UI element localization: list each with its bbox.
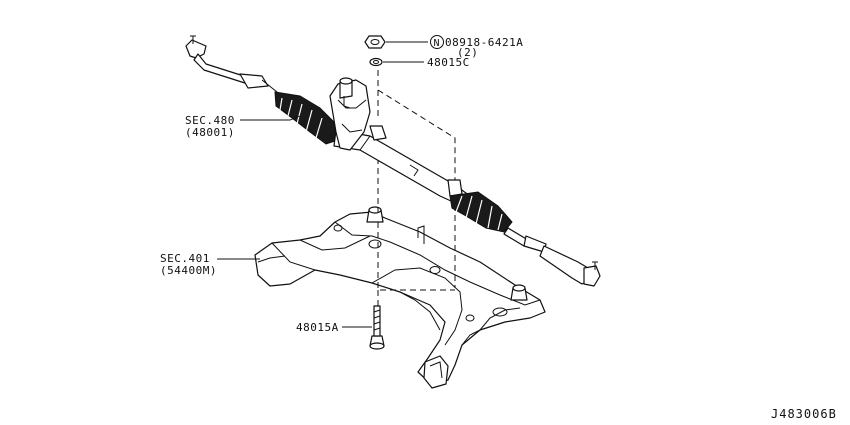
- front-crossmember: [254, 206, 546, 389]
- nut-part: [364, 35, 386, 49]
- nut-part-code: 08918-6421A: [445, 36, 523, 49]
- crossmember-part-number: (54400M): [160, 264, 217, 277]
- steering-gear-assembly: [185, 35, 601, 287]
- steering-gear-part-number: (48001): [185, 126, 235, 139]
- drawing-id: J483006B: [771, 407, 837, 421]
- crossmember-section: SEC.401: [160, 252, 210, 265]
- leader-lines: [217, 41, 428, 328]
- nut-symbol-icon: [430, 35, 444, 49]
- nut-symbol: N: [434, 38, 441, 49]
- bolt-part: [369, 305, 385, 350]
- nut-callout: N 08918-6421A (2): [430, 35, 523, 59]
- washer-part: [369, 57, 383, 67]
- washer-part-code: 48015C: [427, 56, 470, 69]
- nut-quantity: (2): [457, 46, 478, 59]
- steering-gear-section: SEC.480: [185, 114, 235, 127]
- bolt-part-code: 48015A: [296, 321, 339, 334]
